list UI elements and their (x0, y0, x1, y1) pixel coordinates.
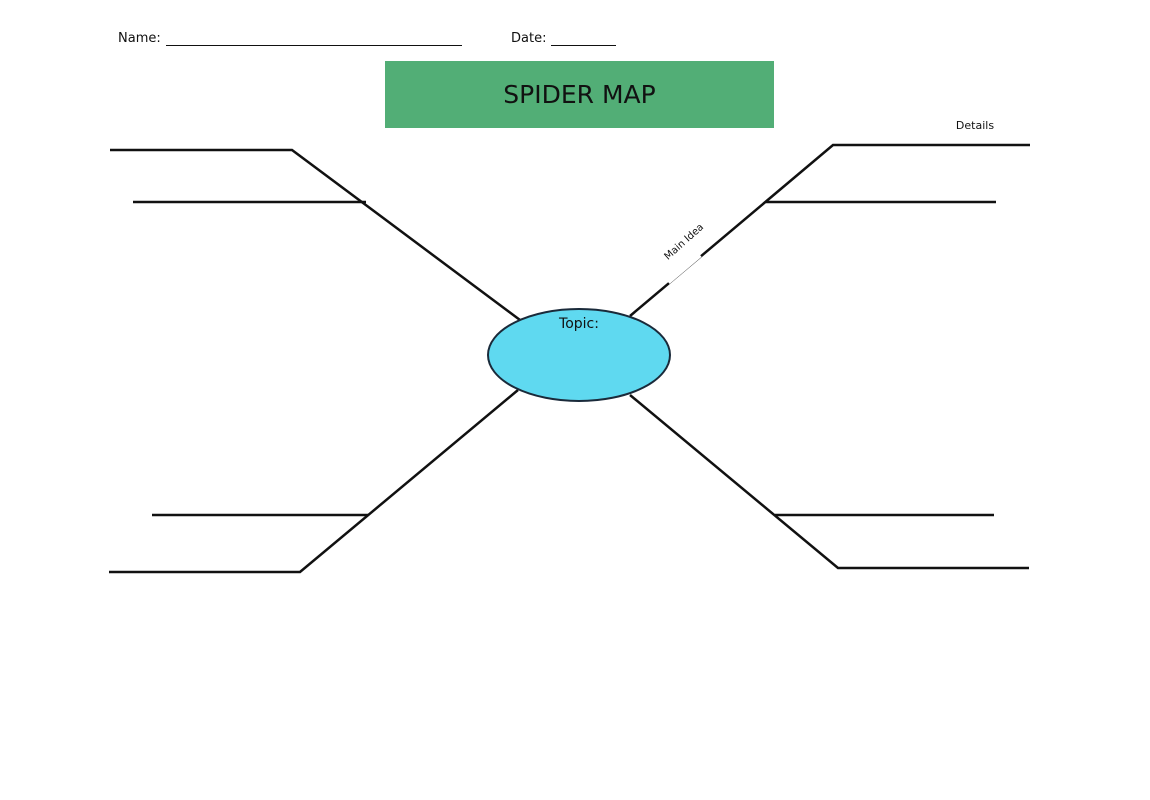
branch-lower-right (629, 394, 1029, 570)
branch-lower-left (109, 389, 519, 574)
name-label: Name: (118, 31, 161, 46)
date-blank (551, 31, 617, 46)
name-field: Name: (118, 31, 462, 46)
name-blank (165, 31, 462, 46)
date-field: Date: (511, 31, 617, 46)
page-title: SPIDER MAP (385, 61, 774, 128)
branch-upper-left (110, 148, 521, 322)
date-label: Date: (511, 31, 547, 46)
details-label: Details (956, 119, 994, 132)
topic-label: Topic: (558, 316, 599, 332)
topic-ellipse (487, 308, 671, 402)
